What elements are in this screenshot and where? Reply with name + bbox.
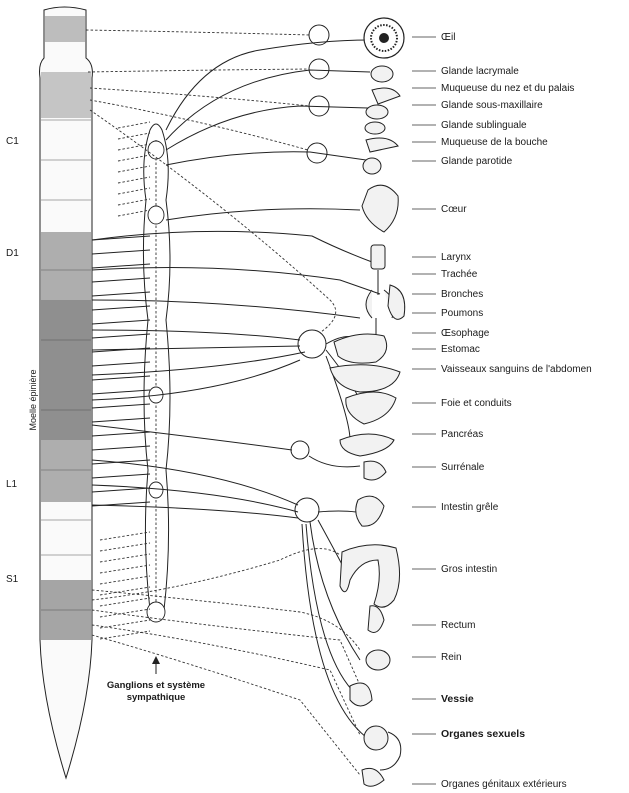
- organ-label: Organes sexuels: [441, 728, 525, 740]
- sympathetic-caption: Ganglions et système sympathique: [107, 656, 205, 703]
- organ-label: Rein: [441, 652, 462, 663]
- parasympathetic-nerve: [92, 549, 340, 600]
- parasympathetic-nerve: [118, 155, 150, 161]
- organ-label: Foie et conduits: [441, 398, 512, 409]
- spinal-nerve: [92, 446, 150, 450]
- organ-label: Glande sublinguale: [441, 120, 527, 131]
- organ-label: Rectum: [441, 620, 475, 631]
- organ-label: Pancréas: [441, 429, 483, 440]
- organ-label: Vessie: [441, 693, 474, 705]
- parasympathetic-nerve: [118, 122, 150, 128]
- organ-label: Glande parotide: [441, 156, 513, 167]
- parasympathetic-nerve: [100, 532, 150, 540]
- spinal-nerve: [92, 376, 150, 380]
- parasympathetic-nerve: [90, 100, 308, 150]
- organ-label: Glande sous-maxillaire: [441, 100, 543, 111]
- segment-label-c1: C1: [6, 136, 19, 147]
- caption-line-2: sympathique: [127, 692, 186, 703]
- organ-label: Muqueuse du nez et du palais: [441, 83, 574, 94]
- organ-label: Cœur: [441, 204, 467, 215]
- parasympathetic-nerve: [86, 30, 310, 35]
- organs: [330, 18, 405, 786]
- parasympathetic-nerve: [118, 133, 150, 139]
- sympathetic-chain: [143, 124, 170, 622]
- parasympathetic-nerve: [118, 177, 150, 183]
- spinal-nerve: [92, 334, 150, 338]
- parasympathetic-nerve: [90, 88, 310, 106]
- parasympathetic-nerve: [100, 576, 150, 584]
- parasympathetic-nerves: [86, 30, 362, 775]
- spinal-nerve: [92, 390, 150, 394]
- segment-label-d1: D1: [6, 248, 19, 259]
- organ-label: Organes génitaux extérieurs: [441, 779, 567, 790]
- spinal-nerve: [92, 292, 150, 296]
- parasympathetic-nerve: [100, 598, 150, 606]
- spinal-nerve: [92, 320, 150, 324]
- sympathetic-fibers: [92, 40, 380, 740]
- organ-label: Intestin grêle: [441, 502, 499, 513]
- organ-label: Larynx: [441, 252, 471, 263]
- parasympathetic-nerve: [100, 543, 150, 551]
- organ-label: Surrénale: [441, 462, 485, 473]
- organ-label: Gros intestin: [441, 564, 497, 575]
- organ-label: Bronches: [441, 289, 483, 300]
- organ-label: Œil: [441, 32, 455, 43]
- spinal-cord-title: Moelle épinière: [28, 369, 38, 430]
- spinal-nerve: [92, 432, 150, 436]
- organ-label: Muqueuse de la bouche: [441, 137, 548, 148]
- organ-label: Glande lacrymale: [441, 66, 519, 77]
- organ-label: Vaisseaux sanguins de l'abdomen: [441, 364, 592, 375]
- label-leader-lines: [412, 37, 436, 784]
- peripheral-ganglia: [291, 25, 329, 522]
- spinal-nerve: [92, 488, 150, 492]
- organ-label: Estomac: [441, 344, 480, 355]
- spinal-nerve: [92, 250, 150, 254]
- parasympathetic-nerve: [100, 565, 150, 573]
- parasympathetic-nerve: [92, 635, 360, 775]
- segment-label-l1: L1: [6, 479, 18, 490]
- segment-label-s1: S1: [6, 574, 19, 585]
- parasympathetic-nerve: [100, 554, 150, 562]
- parasympathetic-nerve: [88, 69, 310, 72]
- spinal-cord: Moelle épinière: [28, 7, 92, 778]
- parasympathetic-nerve: [118, 166, 150, 172]
- spinal-nerve: [92, 362, 150, 366]
- parasympathetic-nerve: [100, 609, 150, 617]
- organ-label: Œsophage: [441, 328, 490, 339]
- spinal-nerve: [92, 306, 150, 310]
- parasympathetic-nerve: [92, 610, 362, 690]
- organ-label: Trachée: [441, 269, 478, 280]
- organ-label: Poumons: [441, 308, 483, 319]
- spinal-nerve: [92, 474, 150, 478]
- spinal-nerve: [92, 418, 150, 422]
- spinal-nerve: [92, 278, 150, 282]
- spinal-nerve: [92, 404, 150, 408]
- parasympathetic-nerve: [90, 110, 336, 344]
- caption-line-1: Ganglions et système: [107, 680, 205, 691]
